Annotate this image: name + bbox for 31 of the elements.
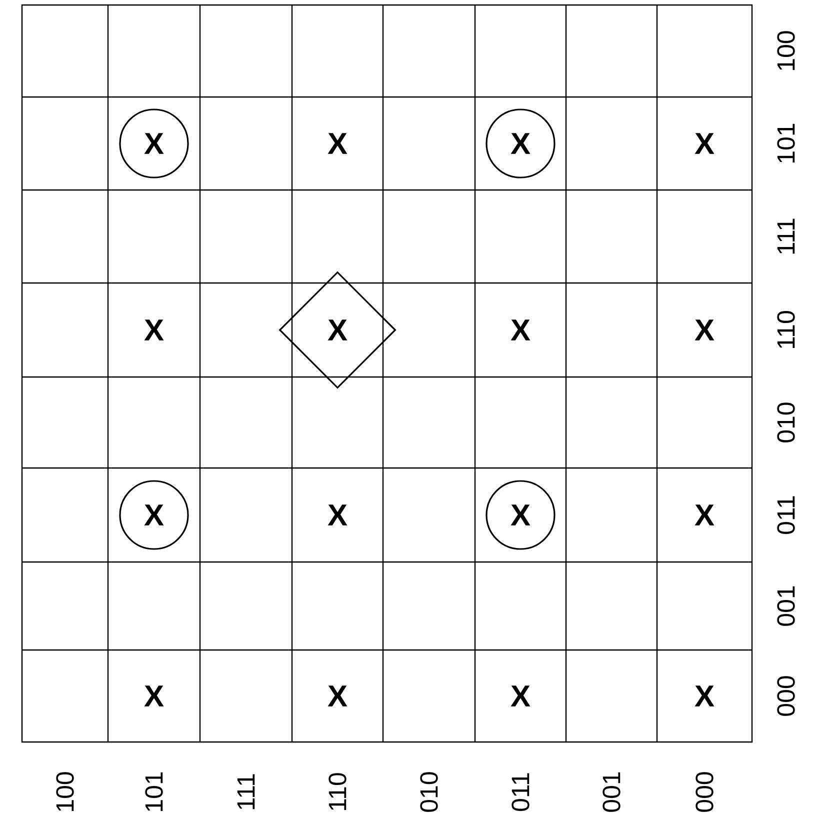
column-label: 100 [56, 772, 74, 811]
row-label: 110 [777, 311, 795, 348]
circled-mark: X [486, 480, 556, 550]
cross-mark: X [328, 133, 348, 154]
cross-mark: X [144, 686, 164, 706]
cross-mark: X [694, 504, 714, 526]
row-label: 000 [777, 676, 795, 716]
cross-mark: X [510, 686, 530, 706]
column-label: 000 [696, 772, 714, 812]
circled-mark: X [486, 108, 556, 178]
row-label: 001 [777, 586, 795, 626]
column-label: 010 [420, 772, 438, 812]
cross-mark: X [694, 320, 714, 340]
row-label: 010 [777, 402, 795, 442]
column-label: 011 [512, 773, 530, 811]
row-label: 011 [777, 496, 795, 534]
cross-mark: X [510, 320, 530, 340]
cross-mark: X [144, 320, 164, 340]
row-label: 111 [777, 218, 795, 254]
cross-mark: X [694, 686, 714, 706]
column-label: 111 [237, 774, 255, 810]
column-label: 101 [145, 772, 163, 811]
row-label: 100 [777, 31, 795, 70]
cross-mark: X [328, 504, 348, 526]
circled-mark: X [119, 480, 189, 550]
cross-mark: X [328, 686, 348, 706]
circled-mark: X [119, 108, 189, 178]
cross-mark: X [694, 133, 714, 154]
column-label: 001 [602, 772, 620, 812]
column-label: 110 [328, 773, 346, 810]
row-label: 101 [777, 124, 795, 162]
